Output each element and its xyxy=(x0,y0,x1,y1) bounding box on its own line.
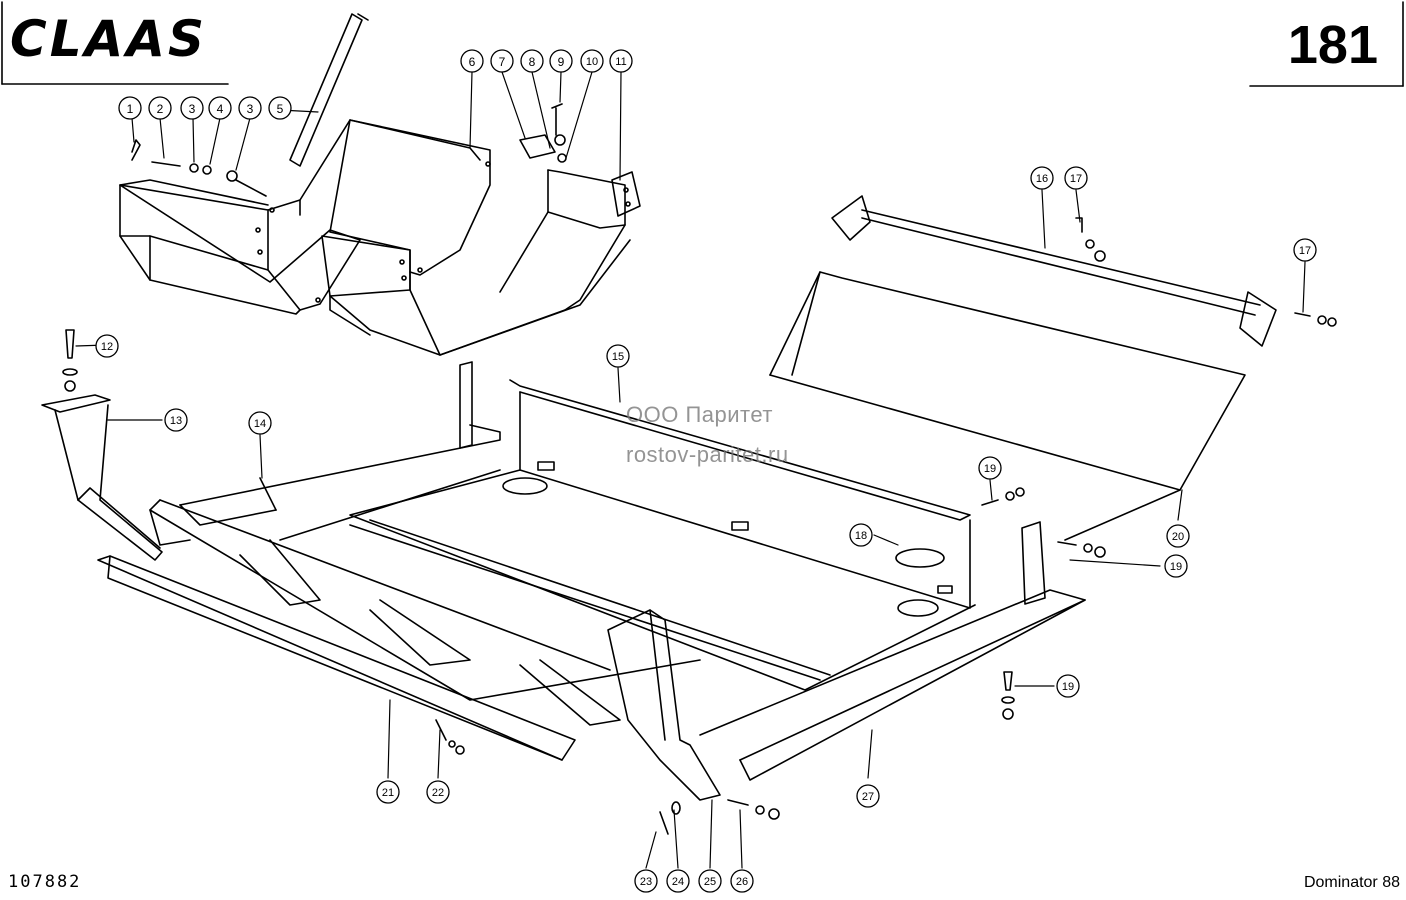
svg-text:5: 5 xyxy=(277,102,284,116)
callouts: 1 2 3 4 3 5 6 7 8 9 10 11 12 13 14 15 16… xyxy=(95,49,1317,893)
callout-22: 22 xyxy=(426,780,450,804)
callout-17b: 17 xyxy=(1293,238,1317,262)
fasteners xyxy=(62,217,1337,835)
callout-3: 3 xyxy=(180,96,204,120)
callout-8: 8 xyxy=(520,49,544,73)
svg-text:6: 6 xyxy=(469,55,476,69)
watermark-url: rostov-paritet.ru xyxy=(626,442,789,467)
callout-27: 27 xyxy=(856,784,880,808)
svg-text:3: 3 xyxy=(247,102,254,116)
upright-post xyxy=(1021,521,1046,605)
svg-text:25: 25 xyxy=(704,876,716,888)
svg-text:20: 20 xyxy=(1172,531,1184,543)
frame-lines xyxy=(1,1,1404,87)
callout-23: 23 xyxy=(634,869,658,893)
svg-text:17: 17 xyxy=(1070,173,1082,185)
svg-text:24: 24 xyxy=(672,876,684,888)
callout-12: 12 xyxy=(95,334,119,358)
document-number: 107882 xyxy=(8,872,82,892)
page-number: 181 xyxy=(1287,15,1378,75)
panel-20 xyxy=(769,271,1246,541)
svg-text:8: 8 xyxy=(529,55,536,69)
rail-part-16 xyxy=(831,195,1277,347)
svg-text:21: 21 xyxy=(382,787,394,799)
svg-text:3: 3 xyxy=(189,102,196,116)
callout-24: 24 xyxy=(666,869,690,893)
callout-13: 13 xyxy=(164,408,188,432)
brand-logo: CLAAS xyxy=(10,10,207,68)
svg-text:19: 19 xyxy=(984,463,996,475)
svg-text:13: 13 xyxy=(170,415,182,427)
svg-text:23: 23 xyxy=(640,876,652,888)
svg-text:2: 2 xyxy=(157,102,164,116)
callout-10: 10 xyxy=(580,49,604,73)
callout-3b: 3 xyxy=(238,96,262,120)
svg-text:18: 18 xyxy=(855,530,867,542)
callout-20: 20 xyxy=(1166,524,1190,548)
svg-text:16: 16 xyxy=(1036,173,1048,185)
rail-part-21 xyxy=(97,555,576,761)
svg-text:12: 12 xyxy=(101,341,113,353)
bracket-25 xyxy=(607,609,721,801)
svg-text:17: 17 xyxy=(1299,245,1311,257)
callout-26: 26 xyxy=(730,869,754,893)
center-hopper xyxy=(321,119,631,356)
callout-21: 21 xyxy=(376,780,400,804)
svg-text:14: 14 xyxy=(254,418,266,430)
svg-text:4: 4 xyxy=(217,102,224,116)
machine-model: Dominator 88 xyxy=(1303,874,1400,891)
callout-19a: 19 xyxy=(978,456,1002,480)
callout-19b: 19 xyxy=(1164,554,1188,578)
floor-plate-15 xyxy=(349,379,976,691)
callout-15: 15 xyxy=(606,344,630,368)
rail-part-5 xyxy=(289,13,369,167)
callout-1: 1 xyxy=(118,96,142,120)
callout-19c: 19 xyxy=(1056,674,1080,698)
upper-right-cover xyxy=(499,169,641,311)
svg-text:26: 26 xyxy=(736,876,748,888)
callout-17: 17 xyxy=(1064,166,1088,190)
callout-2: 2 xyxy=(148,96,172,120)
rail-part-27 xyxy=(699,589,1086,781)
bracket-13 xyxy=(41,394,163,561)
callout-4: 4 xyxy=(208,96,232,120)
callout-14: 14 xyxy=(248,411,272,435)
callout-16: 16 xyxy=(1030,166,1054,190)
cover-disc-18 xyxy=(895,548,945,568)
svg-text:22: 22 xyxy=(432,787,444,799)
svg-text:7: 7 xyxy=(499,55,506,69)
svg-text:19: 19 xyxy=(1170,561,1182,573)
callout-5: 5 xyxy=(268,96,292,120)
svg-text:19: 19 xyxy=(1062,681,1074,693)
upper-left-cover xyxy=(119,119,481,315)
callout-25: 25 xyxy=(698,869,722,893)
hardware-group-1-11 xyxy=(131,103,567,197)
svg-text:1: 1 xyxy=(127,102,134,116)
watermark-company: ООО Паритет xyxy=(626,402,773,427)
svg-text:15: 15 xyxy=(612,351,624,363)
leader-lines xyxy=(75,71,1306,869)
svg-text:27: 27 xyxy=(862,791,874,803)
svg-text:10: 10 xyxy=(586,56,598,68)
svg-text:9: 9 xyxy=(558,55,565,69)
callout-7: 7 xyxy=(490,49,514,73)
main-frame-14 xyxy=(149,361,831,726)
callout-18: 18 xyxy=(849,523,873,547)
callout-11: 11 xyxy=(609,49,633,73)
callout-9: 9 xyxy=(549,49,573,73)
callout-6: 6 xyxy=(460,49,484,73)
svg-text:11: 11 xyxy=(615,56,626,68)
